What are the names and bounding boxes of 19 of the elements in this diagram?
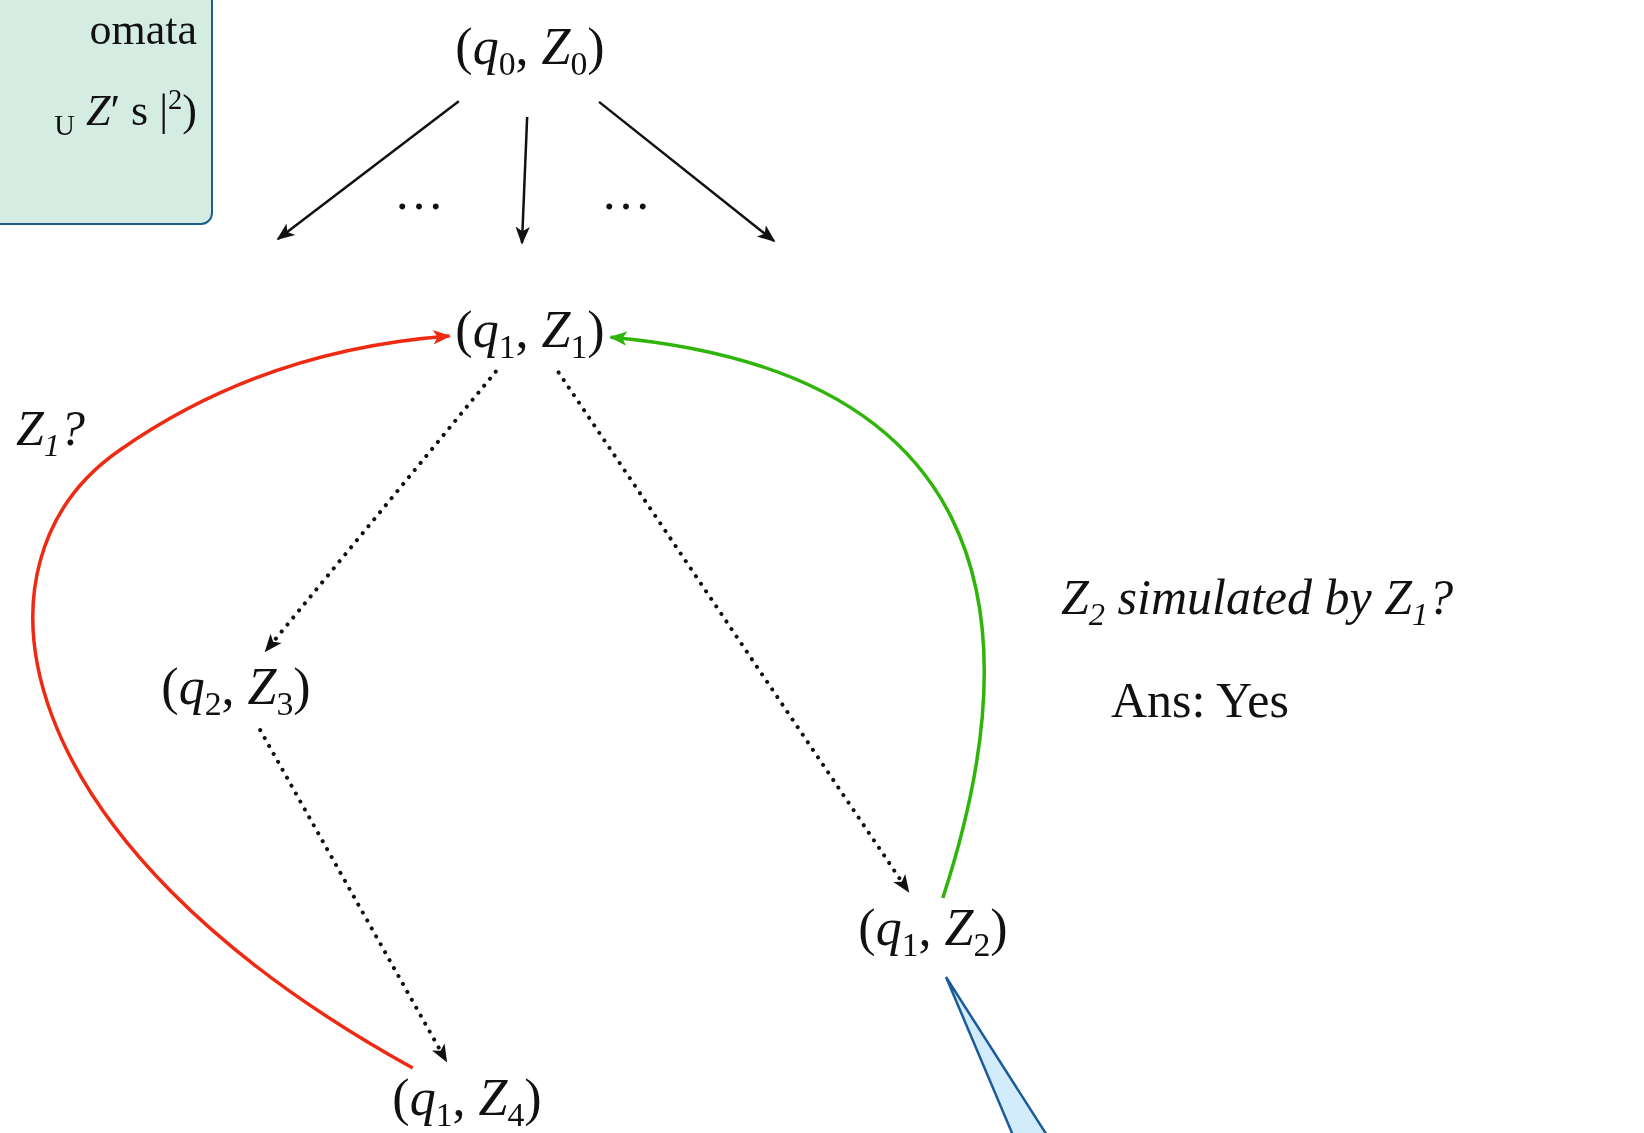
note-card xyxy=(0,0,213,225)
arrow xyxy=(263,369,498,653)
arrow xyxy=(515,116,530,245)
state-label: (q$_{1}$, Z$_{4}$) xyxy=(386,1068,548,1128)
arrow xyxy=(556,370,911,894)
annotation-text: Ans: Yes xyxy=(1111,675,1289,725)
state-label: (q$_{2}$, Z$_{3}$) xyxy=(155,657,317,717)
state-label: (q$_{1}$, Z$_{2}$) xyxy=(852,898,1014,958)
arrow xyxy=(598,100,776,243)
ellipsis-text: … xyxy=(601,167,651,217)
note-text: omata xyxy=(88,4,197,55)
arrow xyxy=(258,728,449,1064)
arrow xyxy=(276,100,460,241)
state-label: (q$_{0}$, Z$_{0}$) xyxy=(449,17,611,77)
note-text: $_{U}$ Z′ s |$^{2}$) xyxy=(53,85,197,136)
ellipsis-text: … xyxy=(394,167,444,217)
state-label: (q$_{1}$, Z$_{1}$) xyxy=(449,300,611,360)
arrow xyxy=(608,332,986,899)
arrow xyxy=(31,330,452,1070)
